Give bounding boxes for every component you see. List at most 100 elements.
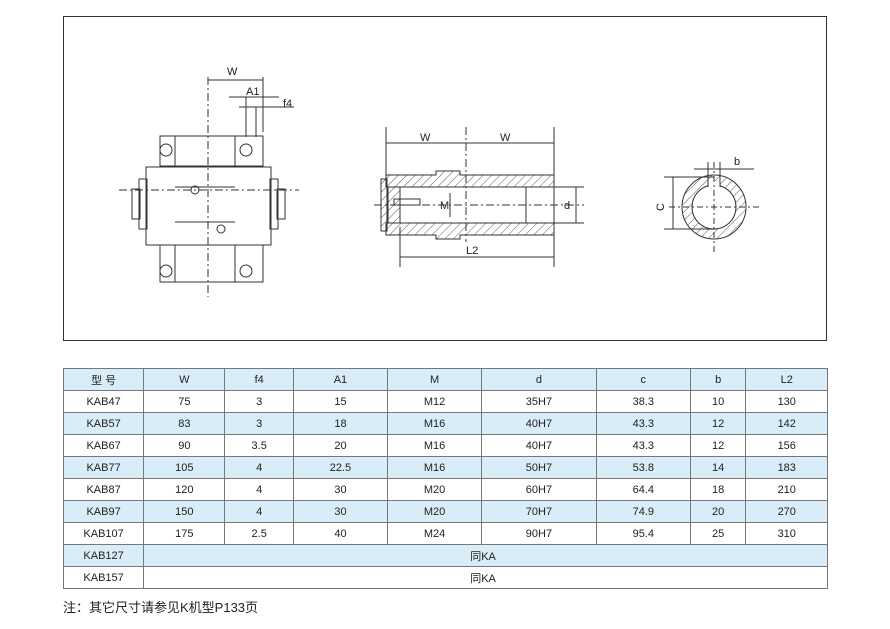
header-model: 型 号 <box>62 368 145 391</box>
cell-w: 175 <box>143 522 226 545</box>
label-m: M <box>440 200 449 212</box>
cell-a1: 22.5 <box>292 456 389 479</box>
table-row: KAB157 同KA <box>62 566 828 589</box>
cell-a1: 30 <box>292 500 389 523</box>
cell-d: 40H7 <box>481 412 597 435</box>
cell-a1: 18 <box>292 412 389 435</box>
cell-b: 10 <box>689 390 747 413</box>
cell-d: 70H7 <box>481 500 597 523</box>
label-f4: f4 <box>283 98 292 110</box>
cell-d: 35H7 <box>481 390 597 413</box>
cell-l2: 183 <box>745 456 828 479</box>
cell-a1: 15 <box>292 390 389 413</box>
cell-d: 40H7 <box>481 434 597 457</box>
front-view <box>119 77 299 297</box>
label-a1: A1 <box>246 86 259 98</box>
cell-w: 120 <box>143 478 226 501</box>
cell-model: KAB47 <box>62 390 145 413</box>
header-l2: L2 <box>745 368 828 391</box>
cell-m: M12 <box>387 390 483 413</box>
cell-c: 95.4 <box>595 522 691 545</box>
section-view <box>374 127 584 267</box>
cell-m: M16 <box>387 434 483 457</box>
cell-w: 150 <box>143 500 226 523</box>
cell-model: KAB67 <box>62 434 145 457</box>
cell-merged: 同KA <box>143 544 828 567</box>
cell-w: 75 <box>143 390 226 413</box>
cell-b: 18 <box>689 478 747 501</box>
cell-c: 43.3 <box>595 434 691 457</box>
cell-m: M20 <box>387 478 483 501</box>
shaft-bore-view <box>664 162 759 252</box>
cell-c: 38.3 <box>595 390 691 413</box>
cell-w: 90 <box>143 434 226 457</box>
header-a1: A1 <box>292 368 389 391</box>
header-b: b <box>689 368 747 391</box>
cell-f4: 2.5 <box>224 522 294 545</box>
label-l2: L2 <box>466 245 478 257</box>
header-d: d <box>481 368 597 391</box>
cell-b: 25 <box>689 522 747 545</box>
header-f4: f4 <box>224 368 294 391</box>
cell-model: KAB77 <box>62 456 145 479</box>
cell-m: M16 <box>387 412 483 435</box>
cell-l2: 310 <box>745 522 828 545</box>
footnote: 注：其它尺寸请参见K机型P133页 <box>63 600 259 615</box>
cell-l2: 210 <box>745 478 828 501</box>
label-d: d <box>564 200 570 212</box>
cell-model: KAB57 <box>62 412 145 435</box>
drawing-frame: W A1 f4 W W M d L2 b C <box>63 16 827 341</box>
cell-m: M24 <box>387 522 483 545</box>
cell-a1: 40 <box>292 522 389 545</box>
cell-f4: 4 <box>224 456 294 479</box>
label-w-left: W <box>420 132 431 144</box>
cell-m: M20 <box>387 500 483 523</box>
label-w: W <box>227 66 238 78</box>
cell-f4: 3 <box>224 412 294 435</box>
cell-c: 74.9 <box>595 500 691 523</box>
cell-b: 12 <box>689 412 747 435</box>
cell-w: 83 <box>143 412 226 435</box>
label-b: b <box>734 156 740 168</box>
header-m: M <box>387 368 483 391</box>
header-c: c <box>595 368 691 391</box>
cell-model: KAB87 <box>62 478 145 501</box>
cell-b: 20 <box>689 500 747 523</box>
cell-a1: 30 <box>292 478 389 501</box>
cell-model: KAB107 <box>62 522 145 545</box>
cell-l2: 142 <box>745 412 828 435</box>
cell-f4: 3.5 <box>224 434 294 457</box>
cell-l2: 156 <box>745 434 828 457</box>
cell-d: 90H7 <box>481 522 597 545</box>
cell-c: 53.8 <box>595 456 691 479</box>
cell-d: 60H7 <box>481 478 597 501</box>
cell-f4: 3 <box>224 390 294 413</box>
cell-c: 43.3 <box>595 412 691 435</box>
cell-b: 12 <box>689 434 747 457</box>
cell-l2: 270 <box>745 500 828 523</box>
cell-model: KAB127 <box>62 544 145 567</box>
cell-f4: 4 <box>224 500 294 523</box>
cell-d: 50H7 <box>481 456 597 479</box>
cell-model: KAB97 <box>62 500 145 523</box>
cell-f4: 4 <box>224 478 294 501</box>
header-w: W <box>143 368 226 391</box>
label-c: C <box>655 203 667 211</box>
table-header: 型 号 W f4 A1 M d c b L2 <box>62 368 828 391</box>
cell-b: 14 <box>689 456 747 479</box>
cell-merged: 同KA <box>143 566 828 589</box>
cell-model: KAB157 <box>62 566 145 589</box>
cell-c: 64.4 <box>595 478 691 501</box>
cell-w: 105 <box>143 456 226 479</box>
technical-drawing: W A1 f4 W W M d L2 b C <box>119 66 759 297</box>
cell-m: M16 <box>387 456 483 479</box>
table-row: KAB127 同KA <box>62 544 828 567</box>
